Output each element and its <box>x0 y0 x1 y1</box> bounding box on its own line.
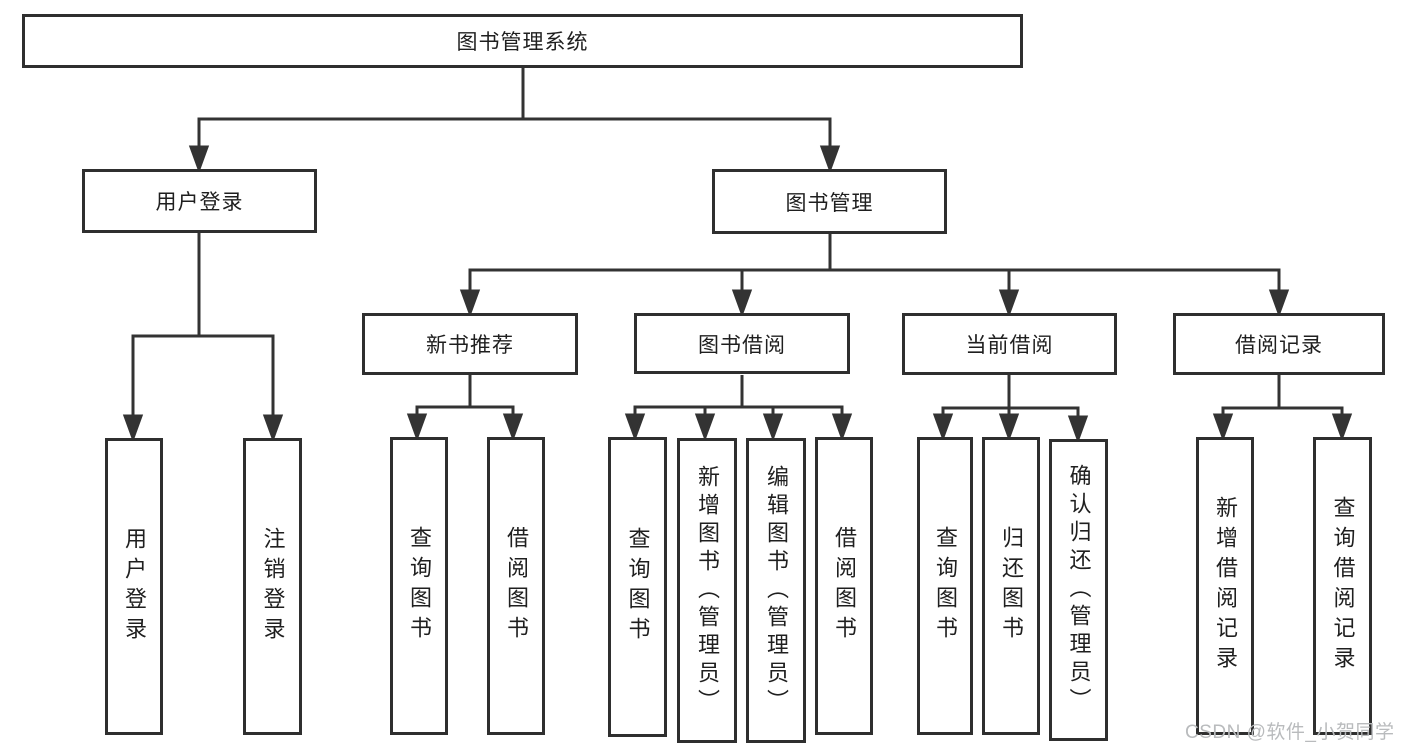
node-library-management-system: 图书管理系统 <box>22 14 1023 68</box>
node-user-login-action: 用户登录 <box>105 438 163 735</box>
connector-borrow-record <box>1212 375 1353 442</box>
node-logout-action: 注销登录 <box>243 438 302 735</box>
node-query-borrow-record: 查询借阅记录 <box>1313 437 1372 735</box>
node-query-book-3: 查询图书 <box>917 437 973 735</box>
node-borrow-book-1: 借阅图书 <box>487 437 545 735</box>
node-edit-book-admin: 编辑图书（管理员） <box>746 438 806 743</box>
node-new-book-recommend: 新书推荐 <box>362 313 578 375</box>
node-current-borrow: 当前借阅 <box>902 313 1117 375</box>
node-user-login: 用户登录 <box>82 169 317 233</box>
node-book-borrow: 图书借阅 <box>634 313 850 374</box>
connector-book-management <box>459 234 1290 318</box>
connector-book-borrow <box>624 375 853 442</box>
connector-user-login <box>122 233 284 443</box>
connector-current-borrow <box>932 375 1089 444</box>
node-return-book: 归还图书 <box>982 437 1040 735</box>
connector-root <box>188 68 841 174</box>
node-borrow-record: 借阅记录 <box>1173 313 1385 375</box>
node-query-book-2: 查询图书 <box>608 437 667 737</box>
node-borrow-book-2: 借阅图书 <box>815 437 873 735</box>
connector-new-book <box>406 375 524 442</box>
node-query-book-1: 查询图书 <box>390 437 448 735</box>
node-book-management: 图书管理 <box>712 169 947 234</box>
node-add-book-admin: 新增图书（管理员） <box>677 438 737 743</box>
node-add-borrow-record: 新增借阅记录 <box>1196 437 1254 735</box>
node-confirm-return-admin: 确认归还（管理员） <box>1049 439 1108 741</box>
csdn-watermark: CSDN @软件_小贺同学 <box>1185 722 1395 743</box>
